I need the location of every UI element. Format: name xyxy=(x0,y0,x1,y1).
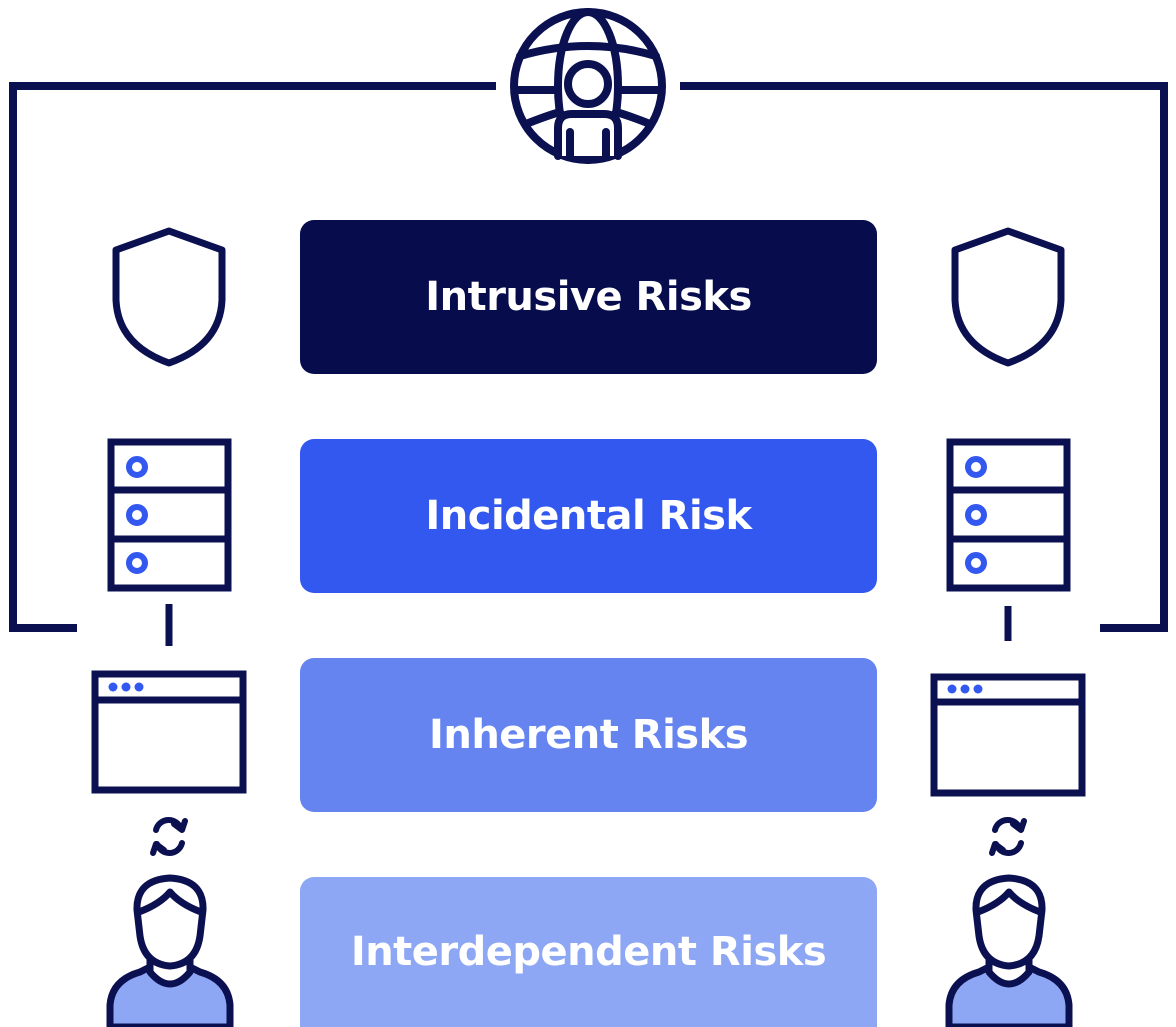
risk-layer-label: Intrusive Risks xyxy=(425,274,752,320)
browser-window-icon-right xyxy=(930,673,1086,797)
browser-window-icon-left xyxy=(91,670,247,794)
shield-icon-right xyxy=(951,227,1065,367)
risk-layer-label: Inherent Risks xyxy=(428,712,749,758)
risk-layer-inherent: Inherent Risks xyxy=(300,658,877,812)
user-icon-right xyxy=(945,874,1073,1027)
risk-layer-intrusive: Intrusive Risks xyxy=(300,220,877,374)
connector-frame-left xyxy=(9,82,496,632)
sync-icon-left xyxy=(150,817,188,856)
globe-user-icon xyxy=(510,8,666,164)
risk-layer-interdependent: Interdependent Risks xyxy=(300,877,877,1027)
user-icon-left xyxy=(106,874,234,1027)
server-rack-icon-left xyxy=(107,438,232,592)
server-rack-icon-right xyxy=(946,438,1071,592)
connector-frame-right xyxy=(680,82,1168,632)
shield-icon-left xyxy=(112,227,226,367)
risk-layer-label: Interdependent Risks xyxy=(350,929,827,975)
sync-icon-right xyxy=(989,817,1027,856)
risk-layer-incidental: Incidental Risk xyxy=(300,439,877,593)
risk-layer-label: Incidental Risk xyxy=(425,493,752,539)
